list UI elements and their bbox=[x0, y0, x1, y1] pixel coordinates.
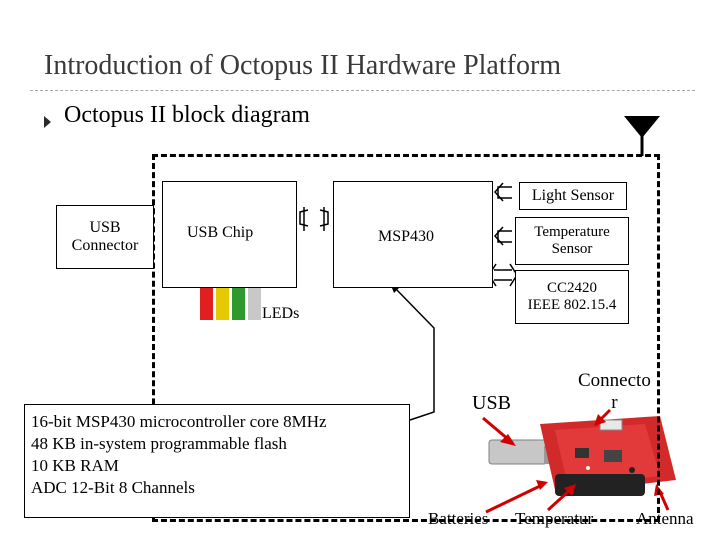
radio-block: CC2420 IEEE 802.15.4 bbox=[515, 270, 629, 324]
led-green bbox=[232, 288, 245, 320]
callout-batteries bbox=[485, 480, 548, 514]
board-boundary bbox=[152, 154, 660, 522]
callout-temperature bbox=[546, 484, 576, 512]
spec-line: 10 KB RAM bbox=[31, 456, 119, 476]
spec-line: 16-bit MSP430 microcontroller core 8MHz bbox=[31, 412, 327, 431]
radio-chip-label: CC2420 bbox=[546, 279, 597, 296]
callout-connector bbox=[594, 408, 612, 426]
callout-usb bbox=[482, 416, 516, 446]
mcu-label: MSP430 bbox=[378, 228, 435, 245]
photo-label-usb: USB bbox=[472, 392, 511, 414]
photo-label-batteries: Batteries bbox=[428, 509, 489, 528]
light-sensor-arrow-icon bbox=[493, 182, 512, 202]
photo-label-temperature: Temperatur bbox=[515, 509, 594, 528]
photo-label-connector: Connecto r bbox=[578, 370, 651, 414]
leds-label: LEDs bbox=[262, 305, 300, 322]
led-red bbox=[200, 288, 213, 320]
mcu-spec-box: 16-bit MSP430 microcontroller core 8MHz … bbox=[24, 404, 410, 518]
mcu-block bbox=[333, 181, 493, 288]
antenna-icon bbox=[624, 116, 660, 156]
slide-title: Introduction of Octopus II Hardware Plat… bbox=[44, 50, 562, 81]
usb-connector-block: USB Connector bbox=[56, 205, 154, 269]
bullet-arrow-icon bbox=[44, 116, 51, 128]
title-divider bbox=[30, 90, 695, 91]
photo-label-connector-line2: r bbox=[611, 391, 618, 413]
led-yellow bbox=[216, 288, 229, 320]
usb-chip-mcu-arrow-icon bbox=[299, 207, 329, 231]
spec-line: 48 KB in-system programmable flash bbox=[31, 434, 287, 454]
board-photo bbox=[488, 416, 676, 496]
light-sensor-block: Light Sensor bbox=[519, 182, 627, 210]
usb-chip-block bbox=[162, 181, 297, 288]
temperature-sensor-block: Temperature Sensor bbox=[515, 217, 629, 265]
photo-label-connector-line1: Connecto bbox=[578, 370, 651, 391]
spec-line: ADC 12-Bit 8 Channels bbox=[31, 478, 195, 498]
bullet-text: Octopus II block diagram bbox=[64, 102, 310, 128]
usb-chip-label: USB Chip bbox=[187, 224, 254, 241]
led-gray bbox=[248, 288, 261, 320]
photo-label-antenna: Antenna bbox=[636, 509, 694, 528]
temperature-sensor-arrow-icon bbox=[493, 226, 512, 246]
radio-standard-label: IEEE 802.15.4 bbox=[527, 297, 617, 313]
